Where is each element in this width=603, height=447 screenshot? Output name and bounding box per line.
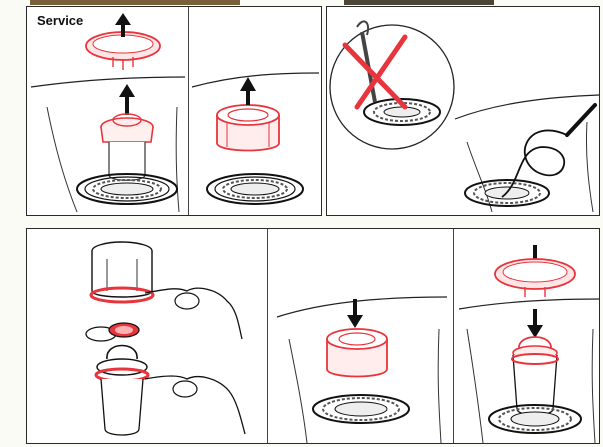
arrow-up-icon <box>240 77 256 105</box>
strainer-insert-icon <box>96 346 148 436</box>
cleaning-illustration <box>327 7 600 216</box>
cap-icon <box>86 32 160 70</box>
hand-icon <box>145 288 242 339</box>
strainer-insert-icon <box>91 242 153 302</box>
cap-icon <box>495 259 575 297</box>
strainer-insert-icon <box>217 105 279 151</box>
seal-kit-icon <box>86 323 139 341</box>
arrow-down-icon <box>527 309 543 338</box>
panel-cleaning-top-right <box>326 6 600 216</box>
warning-inset <box>330 21 454 149</box>
drain-icon <box>207 174 303 204</box>
panel-service-top-left: Service <box>26 6 322 216</box>
service-illustration <box>27 7 322 216</box>
strainer-insert-icon <box>512 337 558 415</box>
reassembly-illustration <box>27 229 600 444</box>
strainer-insert-icon <box>327 329 387 377</box>
drain-icon <box>313 395 409 423</box>
arrow-up-icon <box>119 84 135 115</box>
strainer-insert-icon <box>101 114 153 180</box>
photo-strip-right <box>344 0 494 5</box>
panel-reassembly-bottom <box>26 228 600 444</box>
photo-strip-left <box>30 0 240 5</box>
arrow-down-icon <box>347 299 363 328</box>
hand-icon <box>145 376 245 434</box>
